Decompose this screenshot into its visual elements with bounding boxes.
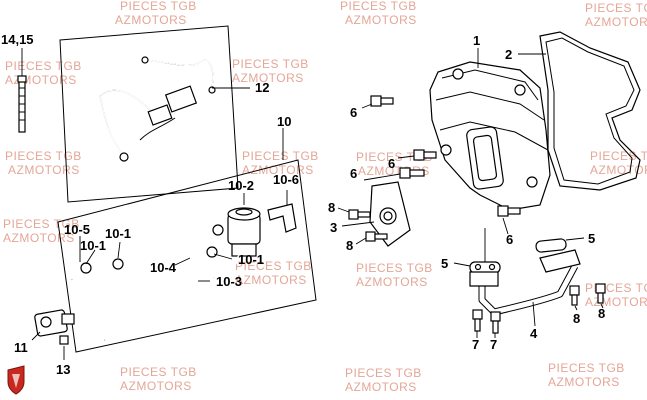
watermark-text: AZMOTORS (5, 73, 77, 87)
watermark-text: PIECES TGB (590, 149, 647, 163)
watermark-text: PIECES TGB (345, 366, 422, 380)
callout-10-4: 10-4 (150, 260, 177, 275)
watermark-text: PIECES TGB (585, 1, 647, 15)
callout-7-left: 7 (472, 337, 479, 352)
bolt-part (595, 283, 606, 309)
callout-7-right: 7 (490, 337, 497, 352)
breather-hose-assembly-part (99, 56, 250, 162)
callout-8-bottom-right: 8 (598, 306, 605, 321)
callout-13: 13 (56, 362, 70, 377)
callout-6-right: 6 (506, 232, 513, 247)
cover-gasket-part (518, 31, 641, 191)
watermark-text: PIECES TGB (356, 150, 433, 164)
callout-12: 12 (255, 80, 269, 95)
cylinder-head-cover-part (429, 48, 551, 211)
watermark-text: PIECES TGB (232, 57, 309, 71)
watermark-text: AZMOTORS (242, 163, 314, 177)
watermark-text: PIECES TGB (5, 149, 82, 163)
watermark-text: AZMOTORS (115, 13, 187, 27)
watermark-text: AZMOTORS (232, 71, 304, 85)
callout-10-1-middle: 10-1 (105, 226, 131, 241)
watermark-text: AZMOTORS (585, 295, 647, 309)
watermark-text: AZMOTORS (345, 13, 417, 27)
watermark-text: AZMOTORS (3, 231, 75, 245)
watermark-text: PIECES TGB (340, 0, 417, 13)
watermark-text: PIECES TGB (5, 59, 82, 73)
tgb-shield-logo (7, 365, 25, 395)
callout-10: 10 (277, 114, 291, 129)
bolt-part (361, 95, 394, 109)
callout-6-lower: 6 (350, 166, 357, 181)
pipe-gasket-part (535, 237, 585, 253)
inspection-cap-part (341, 181, 411, 247)
callout-10-3: 10-3 (216, 274, 242, 289)
bolt-part (490, 311, 501, 338)
callout-2: 2 (505, 47, 512, 62)
callout-6-mid: 6 (388, 156, 395, 171)
cable-tie-part (17, 48, 27, 133)
sub-assembly-box-12 (59, 25, 239, 203)
callout-6-top: 6 (350, 105, 357, 120)
callout-1: 1 (473, 33, 480, 48)
callout-8-lower: 8 (346, 238, 353, 253)
watermark-text: AZMOTORS (345, 380, 417, 394)
watermark-text: PIECES TGB (548, 361, 625, 375)
callout-10-5: 10-5 (64, 222, 90, 237)
watermark-text: AZMOTORS (590, 163, 647, 177)
watermark-layer: PIECES TGB AZMOTORS PIECES TGB AZMOTORS … (3, 0, 647, 394)
callout-10-6: 10-6 (273, 172, 299, 187)
watermark-text: PIECES TGB (120, 0, 197, 13)
bolt-part (397, 149, 437, 161)
callout-5-right: 5 (588, 231, 595, 246)
bolt-part (497, 205, 521, 235)
callout-8-upper: 8 (328, 200, 335, 215)
callout-10-1-right: 10-1 (238, 252, 264, 267)
watermark-text: PIECES TGB (120, 365, 197, 379)
watermark-text: AZMOTORS (120, 379, 192, 393)
watermark-text: PIECES TGB (585, 281, 647, 295)
callout-11: 11 (14, 340, 28, 355)
callout-5-left: 5 (441, 256, 448, 271)
bolt-part (569, 285, 580, 311)
watermark-text: PIECES TGB (356, 261, 433, 275)
callout-3: 3 (330, 220, 337, 235)
watermark-text: AZMOTORS (8, 163, 80, 177)
bolt-part (363, 167, 425, 181)
bolt-part (337, 207, 371, 220)
callout-10-1-left: 10-1 (80, 238, 106, 253)
watermark-text: AZMOTORS (356, 275, 428, 289)
callout-8-bottom-left: 8 (573, 311, 580, 326)
bolt-part (355, 231, 388, 245)
valve-fitting-part (31, 309, 75, 360)
watermark-text: AZMOTORS (548, 375, 620, 389)
bolt-part (472, 309, 483, 338)
watermark-text: PIECES TGB (242, 149, 319, 163)
watermark-text: AZMOTORS (585, 15, 647, 29)
callout-4: 4 (530, 326, 538, 341)
callout-14-15: 14,15 (1, 32, 34, 47)
oil-separator-assembly-part (69, 190, 297, 343)
sub-assembly-box-10 (57, 159, 317, 353)
watermark-text: PIECES TGB (3, 217, 80, 231)
watermark-text: PIECES TGB (235, 259, 312, 273)
watermark-text: AZMOTORS (235, 273, 307, 287)
callout-10-2: 10-2 (228, 178, 254, 193)
pipe-gasket-part (453, 261, 501, 274)
